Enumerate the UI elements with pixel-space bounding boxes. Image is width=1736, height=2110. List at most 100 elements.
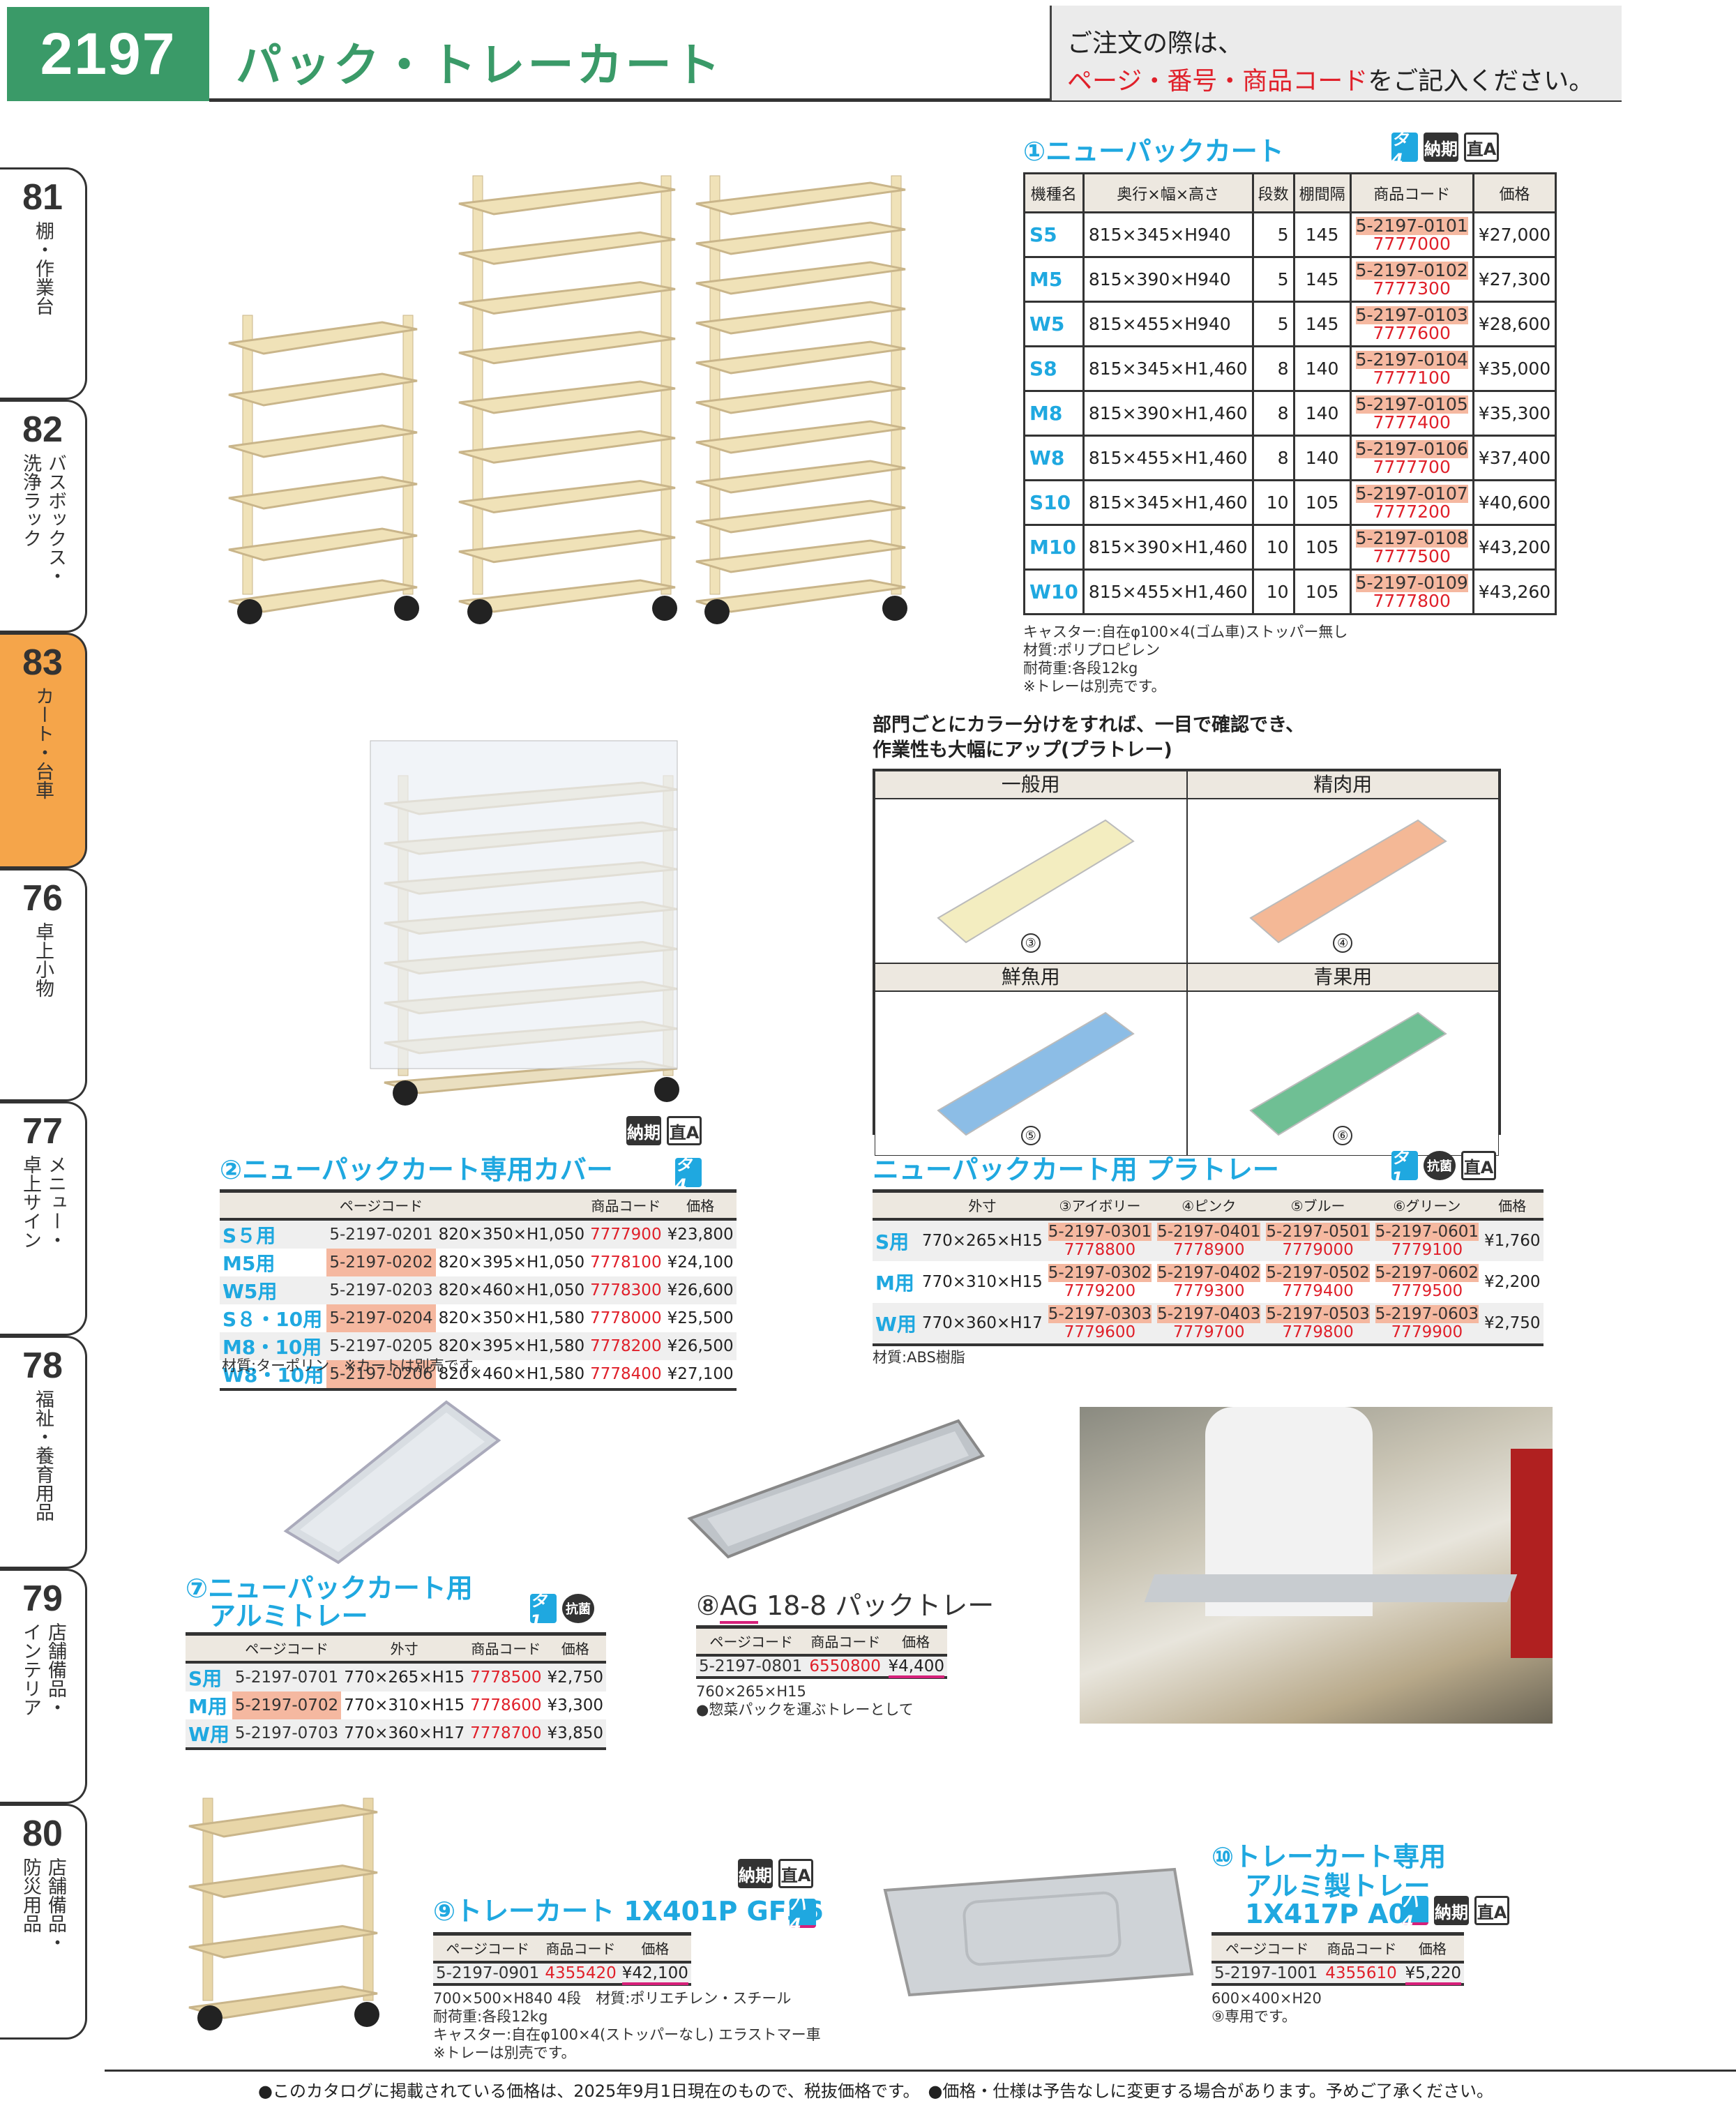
delivery-ha4-badge: ハ4	[1402, 1892, 1428, 1931]
dimensions: 815×345×H1,460	[1082, 479, 1254, 526]
cart-w10	[695, 175, 907, 624]
column-header: ページコード	[433, 1932, 543, 1964]
dimensions: 770×360×H17	[341, 1719, 468, 1749]
size-label: W用	[873, 1302, 919, 1345]
page-code: 5-2197-0502	[1266, 1263, 1370, 1282]
table-header-row: ページコード商品コード価格	[433, 1932, 691, 1964]
header-divider	[209, 98, 1622, 102]
price: ¥3,300	[547, 1696, 604, 1715]
tiers: 5	[1251, 256, 1295, 303]
delivery-ha4-badge: ハ4	[790, 1894, 816, 1934]
item-code: 7779000	[1282, 1240, 1354, 1259]
product-8-notes: 760×265×H15●惣菜パックを運ぶトレーとして	[696, 1682, 914, 1719]
sidebar-tab-label-line: 防災用品	[20, 1857, 41, 1933]
product-10-title-3: 1X417P A03	[1245, 1899, 1426, 1929]
note-line: ※トレーは別売です。	[433, 2044, 576, 2061]
product-2-note: 材質:ターポリン ※カートは別売です。	[222, 1357, 487, 1374]
column-header: 外寸	[341, 1632, 468, 1664]
page-code: 5-2197-0403	[1157, 1304, 1261, 1323]
tiers: 10	[1251, 524, 1295, 571]
page-code: 5-2197-0106	[1355, 438, 1468, 459]
page-code: 5-2197-0602	[1375, 1263, 1479, 1282]
page-code: 5-2197-0603	[1375, 1304, 1479, 1323]
dimensions: 815×390×H1,460	[1082, 390, 1254, 437]
antibacterial-badge: 抗菌	[562, 1594, 594, 1623]
sidebar-tab-label: カート・台車	[31, 686, 54, 799]
item-code: 7778100	[590, 1253, 662, 1272]
product-9-badges: 納期 直A	[738, 1859, 813, 1888]
page-code: 5-2197-0701	[232, 1661, 342, 1691]
order-note-highlight: ページ・番号・商品コード	[1067, 67, 1368, 96]
column-header: 機種名	[1023, 172, 1085, 213]
column-header: 棚間隔	[1292, 172, 1352, 213]
item-code: 7779600	[1064, 1322, 1136, 1341]
tray-category-label: 精肉用	[1186, 771, 1499, 799]
product-7-title-2: アルミトレー	[209, 1601, 368, 1632]
sidebar-tab-label-line: インテリア	[20, 1622, 41, 1717]
shelf-spacing: 145	[1292, 211, 1352, 258]
dimensions: 820×460×H1,050	[435, 1276, 588, 1304]
note-line: 耐荷重:各段12kg	[433, 2008, 548, 2025]
page-code: 5-2197-0301	[1048, 1222, 1152, 1241]
cart-cover-photo	[370, 740, 679, 1106]
price: ¥27,300	[1472, 256, 1557, 303]
column-header: 価格	[1401, 1932, 1464, 1964]
price: ¥27,100	[667, 1364, 734, 1383]
tiers: 5	[1251, 301, 1295, 347]
model-name: M5	[1023, 256, 1085, 303]
dimensions: 815×345×H1,460	[1082, 345, 1254, 392]
sidebar-tab-label-line: 洗浄ラック	[20, 453, 41, 548]
column-header: 価格	[619, 1932, 691, 1964]
shelf-spacing: 140	[1292, 390, 1352, 437]
sidebar-tab-label-line: 店舗備品・	[45, 1622, 66, 1717]
tray-color-cell: ③	[875, 799, 1187, 963]
price: ¥43,260	[1472, 568, 1557, 615]
label: S５用	[220, 1219, 327, 1249]
tiers: 5	[1251, 211, 1295, 258]
transparent-cover	[370, 740, 678, 1069]
sidebar-tab-label: 卓上小物	[31, 922, 54, 997]
price: ¥35,000	[1472, 345, 1557, 392]
note-line: ⑨専用です。	[1212, 2008, 1297, 2025]
column-header: ③アイボリー	[1045, 1189, 1155, 1221]
column-header: ページコード	[232, 1632, 342, 1664]
page-code: 5-2197-1001	[1212, 1961, 1323, 1984]
column-header: 商品コード	[467, 1632, 545, 1664]
price-value: ¥5,220	[1405, 1964, 1461, 1985]
tiers: 10	[1251, 479, 1295, 526]
column-header	[873, 1189, 919, 1221]
label: M8・10用	[220, 1332, 327, 1360]
sidebar-tab-label-line: 卓上サイン	[20, 1155, 41, 1249]
page-code: 5-2197-0501	[1266, 1222, 1370, 1241]
usage-photo	[1080, 1407, 1553, 1724]
item-code: 7779400	[1282, 1281, 1354, 1300]
price: ¥2,750	[544, 1661, 607, 1691]
page-code: 5-2197-0205	[326, 1332, 436, 1360]
shelf-spacing: 145	[1292, 256, 1352, 303]
product-9-notes: 700×500×H840 4段 材質:ポリエチレン・スチール耐荷重:各段12kg…	[433, 1989, 821, 2062]
page-code: 5-2197-0105	[1355, 393, 1468, 414]
item-code: 7779200	[1064, 1281, 1136, 1300]
item-code: 7777900	[587, 1219, 665, 1249]
